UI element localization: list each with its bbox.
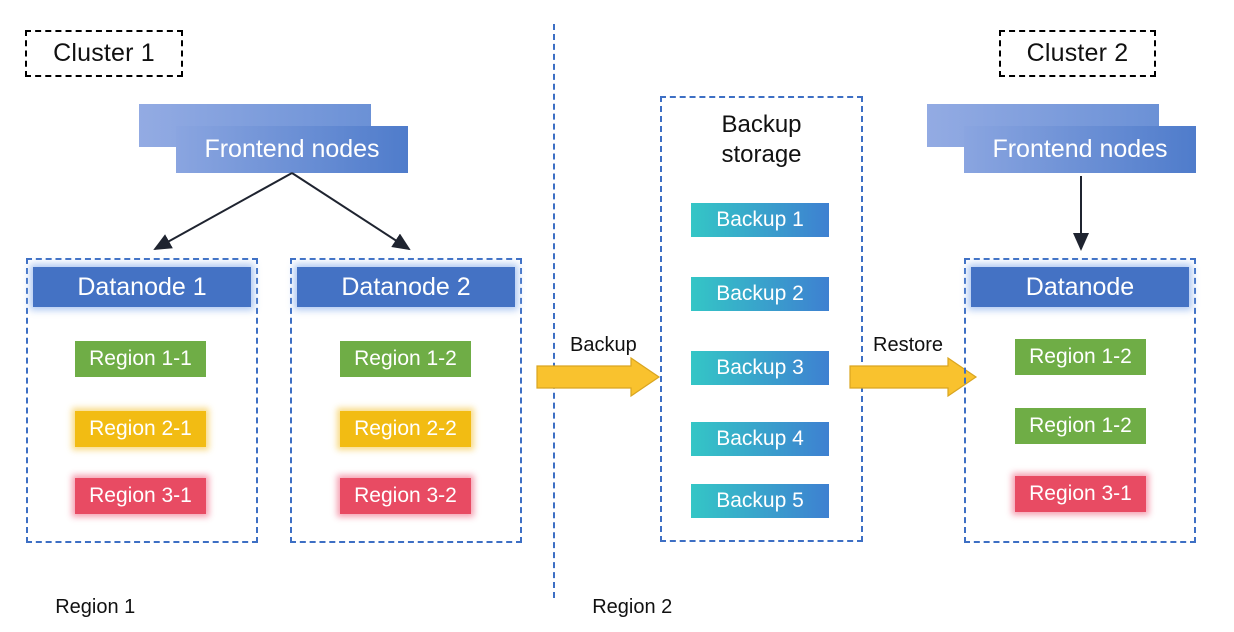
backup-item-0-label: Backup 1 (716, 208, 804, 231)
cluster-1-frontend-nodes[interactable]: Frontend nodes (139, 104, 408, 173)
backup-flow-arrow (536, 356, 661, 398)
datanode-2-region-0[interactable]: Region 1-2 (340, 341, 471, 377)
cluster-2-datanode-region-2[interactable]: Region 3-1 (1015, 476, 1146, 512)
backup-item-2[interactable]: Backup 3 (691, 351, 829, 385)
backup-storage-container (660, 96, 863, 542)
cluster-2-datanode-region-2-label: Region 3-1 (1029, 482, 1132, 505)
region-1-label: Region 1 (33, 573, 135, 632)
backup-flow-label-text: Backup (570, 334, 637, 356)
datanode-2-region-1-label: Region 2-2 (354, 417, 457, 440)
restore-arrow-shape (849, 356, 978, 398)
cluster-2-title-label: Cluster 2 (1026, 39, 1129, 67)
datanode-1-container (26, 258, 258, 543)
backup-item-3-label: Backup 4 (716, 427, 804, 450)
backup-item-1[interactable]: Backup 2 (691, 277, 829, 311)
region-2-label: Region 2 (570, 573, 672, 632)
cluster-2-datanode-title: Datanode (1025, 272, 1135, 301)
region-divider (553, 24, 555, 598)
backup-arrow-shape (536, 356, 661, 398)
datanode-1-title: Datanode 1 (77, 272, 207, 301)
backup-item-3[interactable]: Backup 4 (691, 422, 829, 456)
backup-item-2-label: Backup 3 (716, 356, 804, 379)
cluster-1-title-label: Cluster 1 (53, 39, 155, 67)
datanode-2-region-2[interactable]: Region 3-2 (340, 478, 471, 514)
frontend-plate-front: Frontend nodes (176, 126, 408, 173)
restore-flow-arrow (849, 356, 978, 398)
cluster-2-datanode-region-0[interactable]: Region 1-2 (1015, 339, 1146, 375)
backup-item-4[interactable]: Backup 5 (691, 484, 829, 518)
datanode-2-region-0-label: Region 1-2 (354, 347, 457, 370)
backup-storage-title-line2: storage (721, 141, 802, 168)
datanode-2-title: Datanode 2 (341, 272, 471, 301)
cluster-2-datanode-region-1[interactable]: Region 1-2 (1015, 408, 1146, 444)
datanode-2-header[interactable]: Datanode 2 (297, 267, 515, 307)
datanode-1-region-1[interactable]: Region 2-1 (75, 411, 206, 447)
backup-storage-title: Backup storage (660, 110, 863, 170)
cluster-2-title-box: Cluster 2 (999, 30, 1156, 77)
frontend-2-plate-front: Frontend nodes (964, 126, 1196, 173)
datanode-1-region-0[interactable]: Region 1-1 (75, 341, 206, 377)
datanode-1-header[interactable]: Datanode 1 (33, 267, 251, 307)
datanode-2-region-1[interactable]: Region 2-2 (340, 411, 471, 447)
backup-storage-title-line1: Backup (721, 111, 802, 138)
cluster-1-title-box: Cluster 1 (25, 30, 183, 77)
cluster-2-datanode-region-0-label: Region 1-2 (1029, 345, 1132, 368)
backup-item-1-label: Backup 2 (716, 282, 804, 305)
arrow-frontend-to-datanode-2 (291, 172, 411, 251)
backup-item-0[interactable]: Backup 1 (691, 203, 829, 237)
region-1-label-text: Region 1 (55, 596, 136, 618)
datanode-1-region-2-label: Region 3-1 (89, 484, 192, 507)
cluster-2-frontend-nodes[interactable]: Frontend nodes (927, 104, 1196, 173)
restore-flow-label: Restore (873, 334, 943, 357)
cluster-2-datanode-region-1-label: Region 1-2 (1029, 414, 1132, 437)
cluster-2-datanode-container (964, 258, 1196, 543)
datanode-1-region-2[interactable]: Region 3-1 (75, 478, 206, 514)
datanode-2-container (290, 258, 522, 543)
cluster-1-frontend-label: Frontend nodes (204, 135, 380, 163)
datanode-2-region-2-label: Region 3-2 (354, 484, 457, 507)
restore-flow-label-text: Restore (873, 334, 944, 356)
region-2-label-text: Region 2 (592, 596, 673, 618)
backup-flow-label: Backup (570, 334, 637, 357)
arrow-frontend-to-datanode-1 (153, 172, 293, 250)
datanode-1-region-0-label: Region 1-1 (89, 347, 192, 370)
cluster-2-datanode-header[interactable]: Datanode (971, 267, 1189, 307)
datanode-1-region-1-label: Region 2-1 (89, 417, 192, 440)
cluster-2-frontend-label: Frontend nodes (992, 135, 1168, 163)
backup-item-4-label: Backup 5 (716, 489, 804, 512)
